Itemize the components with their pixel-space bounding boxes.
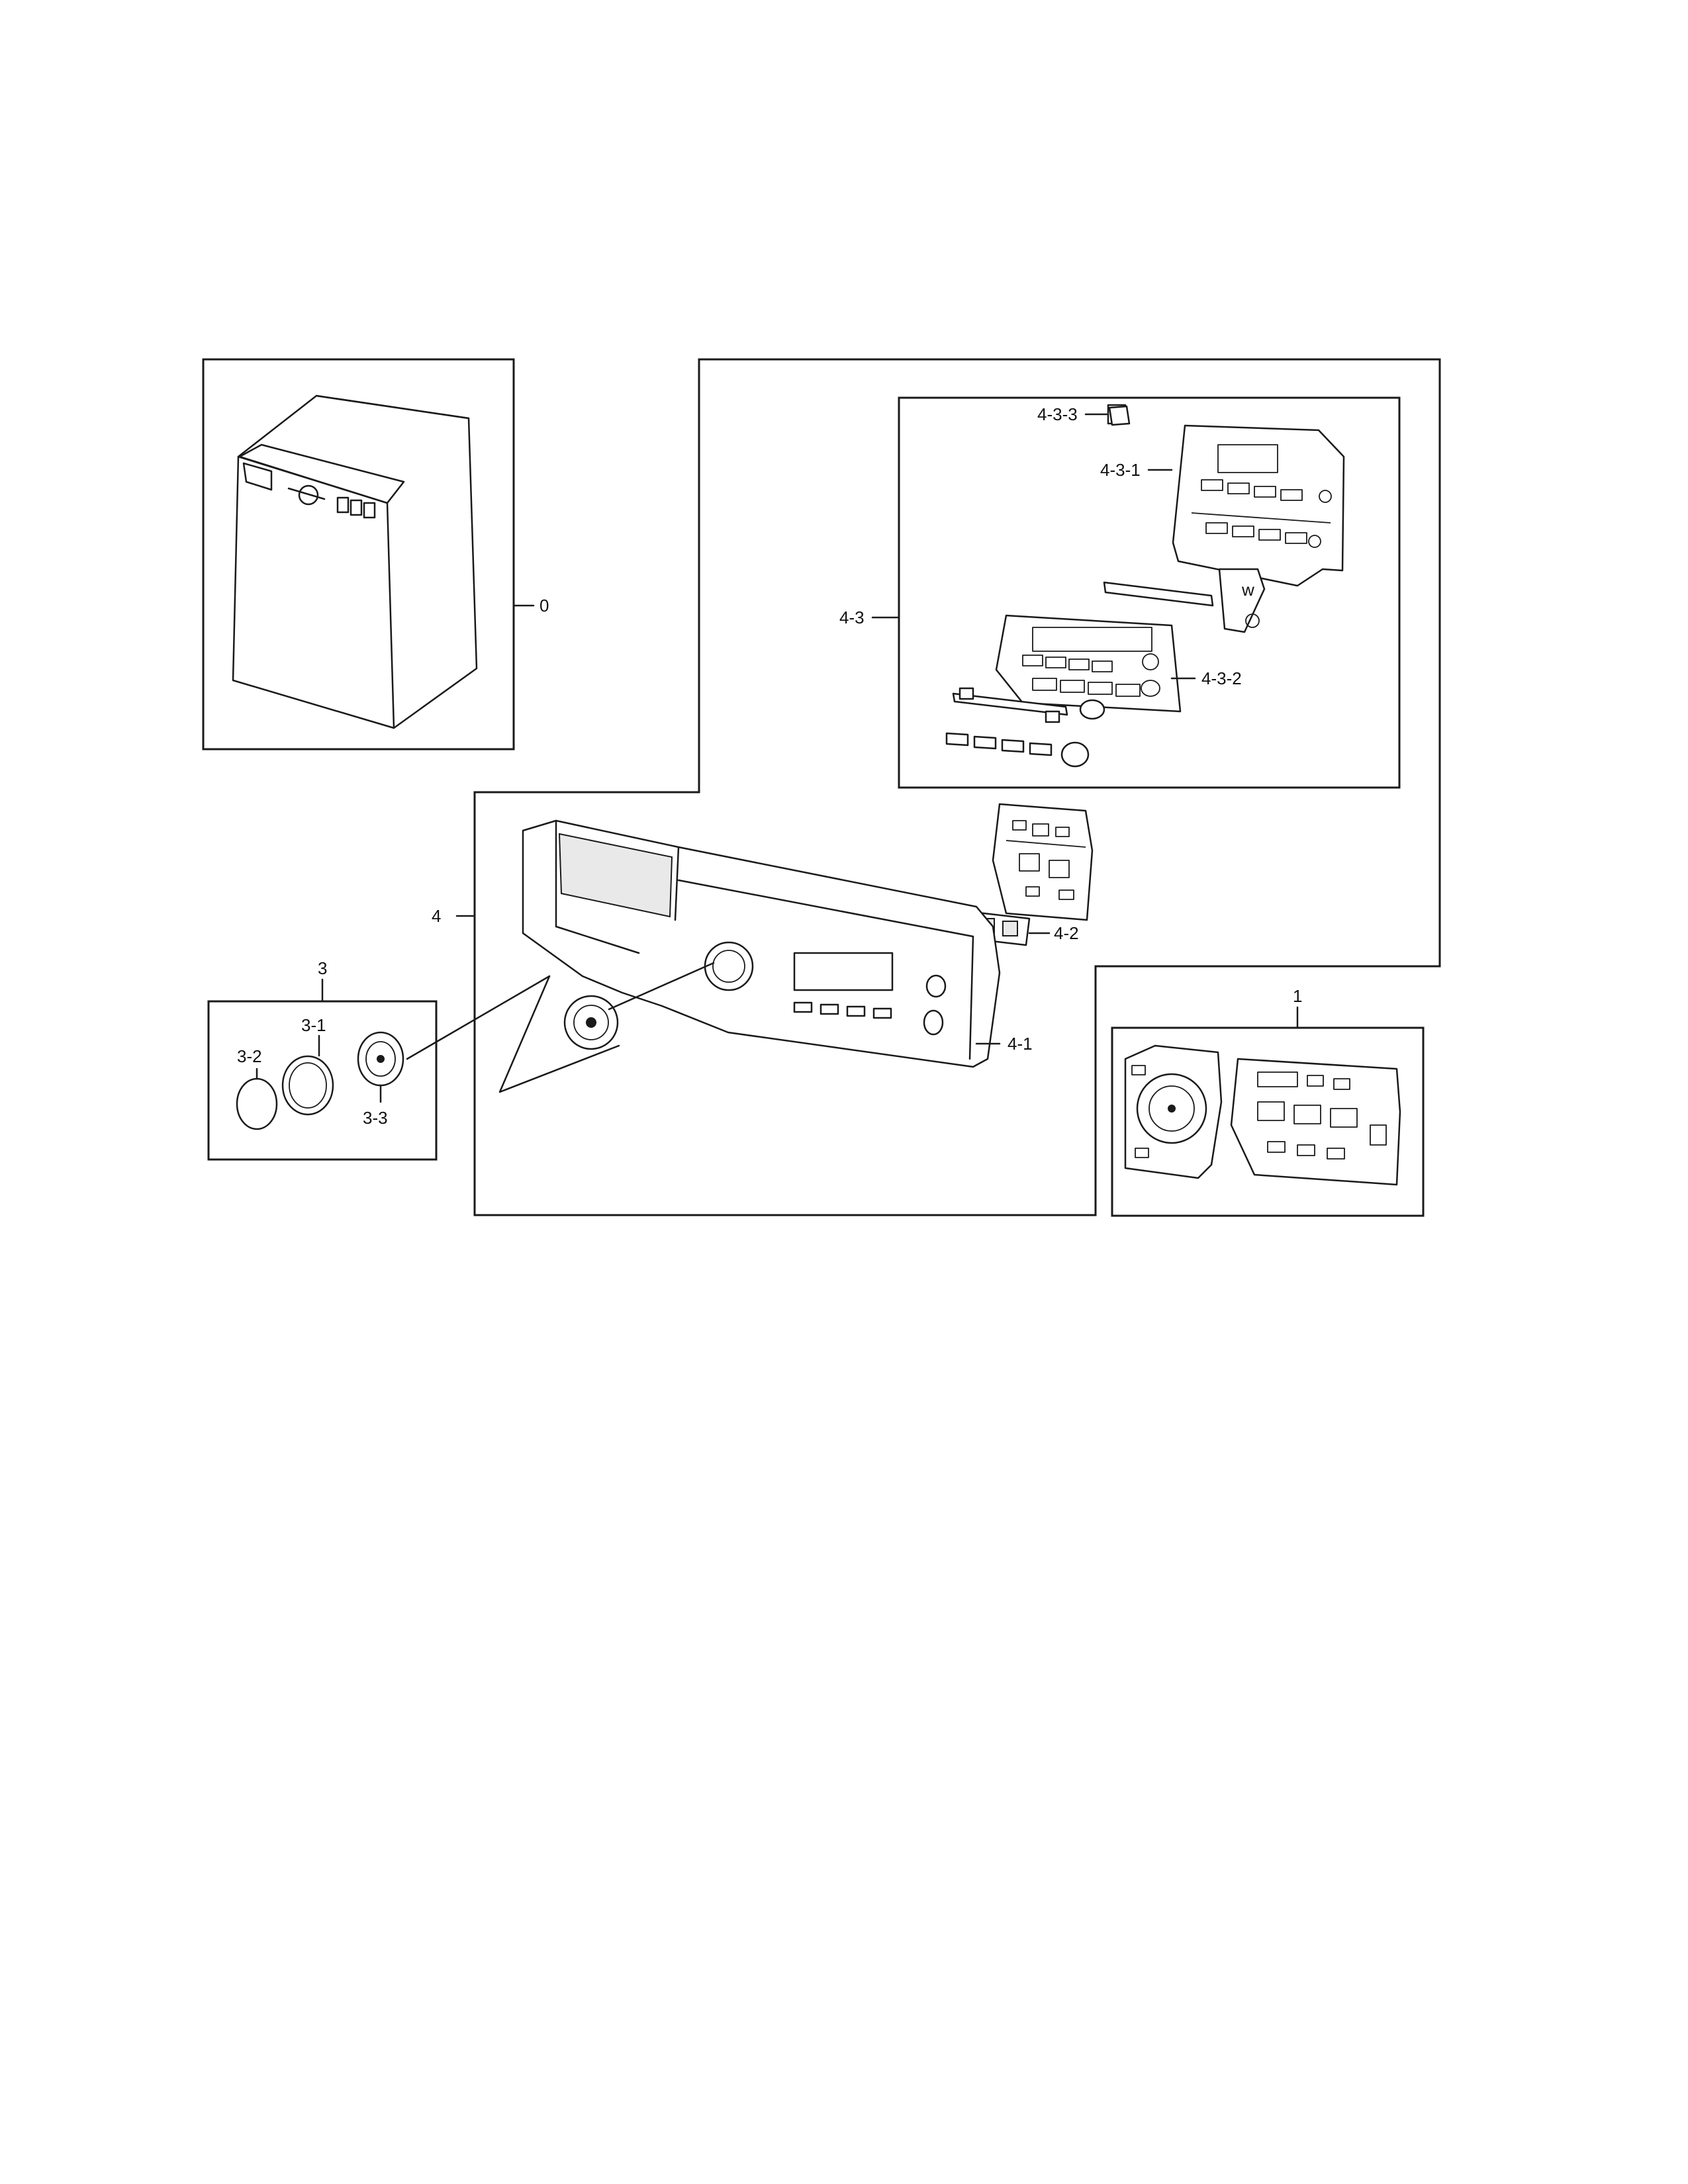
frame-4 <box>473 358 1441 1216</box>
callout-1: 1 <box>1293 986 1302 1006</box>
cabinet-drawing <box>232 394 478 729</box>
pcb-left-1 <box>1124 1044 1223 1179</box>
callout-4-3-2: 4-3-2 <box>1201 668 1242 688</box>
callout-0: 0 <box>539 596 549 615</box>
control-panel-4-1 <box>522 819 1001 1068</box>
pcb-right-1 <box>1230 1058 1401 1186</box>
callout-3: 3 <box>318 958 327 978</box>
button-strip-lower <box>952 687 1105 723</box>
svg-text:w: w <box>1241 580 1254 600</box>
callout-4: 4 <box>432 906 441 926</box>
callout-3-2: 3-2 <box>237 1046 262 1066</box>
callout-4-2: 4-2 <box>1054 923 1079 943</box>
callout-4-3-1: 4-3-1 <box>1100 460 1141 480</box>
pcb-assembly <box>992 803 1094 921</box>
knob-assembly <box>406 962 715 1093</box>
callout-4-1: 4-1 <box>1008 1034 1033 1054</box>
callout-3-1: 3-1 <box>301 1015 326 1035</box>
callout-4-3: 4-3 <box>839 608 865 627</box>
button-caps <box>945 732 1090 768</box>
callout-3-3: 3-3 <box>363 1108 388 1128</box>
front-panel-4-3-2 <box>995 614 1182 713</box>
button-strip-upper: w <box>1103 568 1266 633</box>
frame-1 <box>1111 1026 1425 1217</box>
frame-4-3 <box>898 396 1401 789</box>
knob-body-3-3 <box>357 1031 404 1087</box>
knob-cap-3-2 <box>236 1077 278 1130</box>
pcb-frame-4-3-1 <box>1172 424 1345 587</box>
knob-ring-3-1 <box>281 1055 334 1116</box>
pcb-part-4-3-3 <box>1107 404 1131 426</box>
callout-4-3-3: 4-3-3 <box>1037 404 1078 424</box>
frame-0 <box>202 358 515 751</box>
